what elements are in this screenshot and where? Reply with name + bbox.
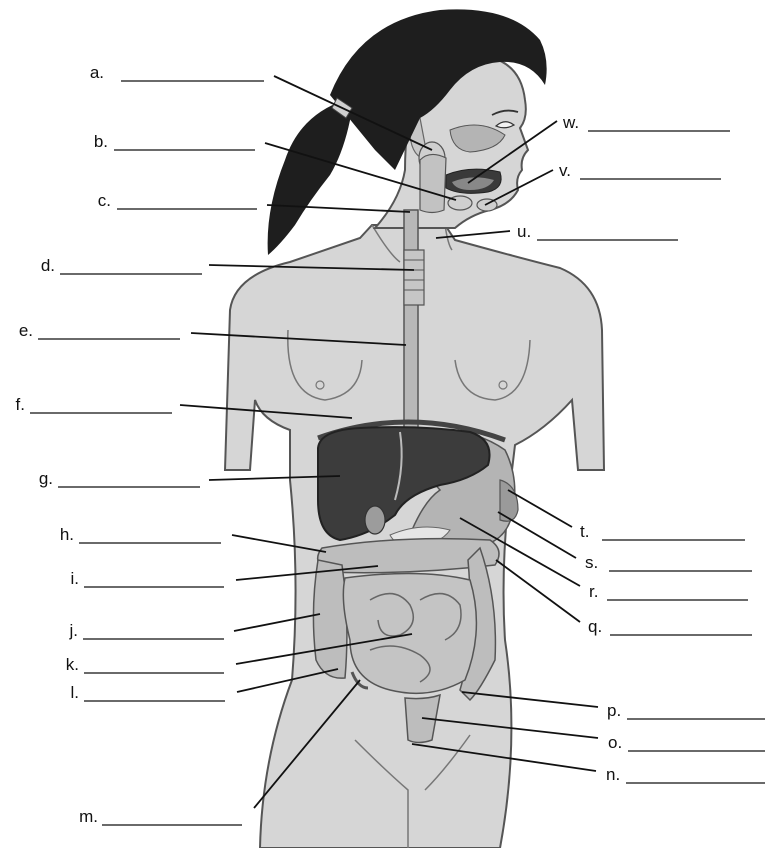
trachea [404,250,424,305]
label-f: f. [16,395,25,414]
label-g: g. [39,469,53,488]
small-intestine [343,573,476,693]
label-p: p. [607,701,621,720]
gallbladder [365,506,385,534]
label-h: h. [60,525,74,544]
label-r: r. [589,582,598,601]
ascending-colon [313,560,346,678]
label-i: i. [71,569,80,588]
pharynx [420,154,446,212]
label-t: t. [580,522,589,541]
label-u: u. [517,222,531,241]
esophagus [404,210,418,430]
label-c: c. [98,191,111,210]
label-e: e. [19,321,33,340]
label-d: d. [41,256,55,275]
label-w: w. [562,113,579,132]
label-o: o. [608,733,622,752]
label-k: k. [66,655,79,674]
leader-s [498,512,576,558]
label-b: b. [94,132,108,151]
leader-q [496,560,580,622]
label-m: m. [79,807,98,826]
organs [313,125,518,742]
label-j: j. [69,621,79,640]
label-n: n. [606,765,620,784]
label-v: v. [559,161,571,180]
label-q: q. [588,617,602,636]
label-s: s. [585,553,598,572]
label-a: a. [90,63,104,82]
ponytail [268,100,352,255]
label-l: l. [71,683,80,702]
